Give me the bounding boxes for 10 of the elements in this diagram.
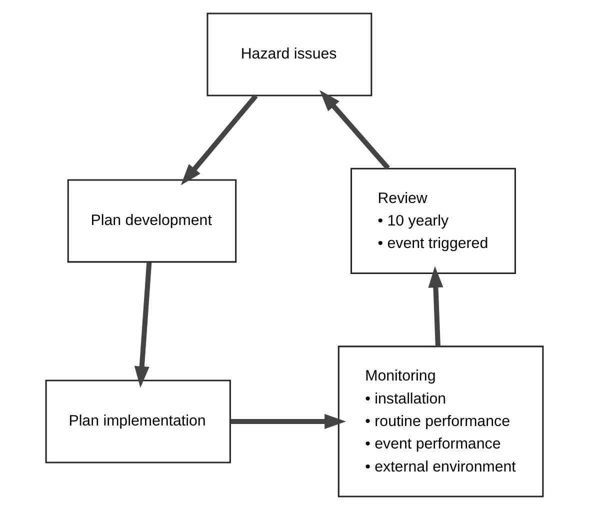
node-box: Monitoring • installation • routine performance • event performance • external environment — [338, 346, 544, 498]
node-box: Plan implementation — [45, 380, 231, 464]
arrow — [180, 94, 258, 186]
arrow — [134, 262, 152, 388]
arrow — [320, 90, 390, 170]
node-box: Hazard issues — [206, 12, 372, 96]
node-box: Review • 10 yearly • event triggered — [350, 168, 516, 274]
arrow — [428, 266, 444, 346]
node-box: Plan development — [67, 179, 237, 263]
arrow — [230, 414, 346, 429]
